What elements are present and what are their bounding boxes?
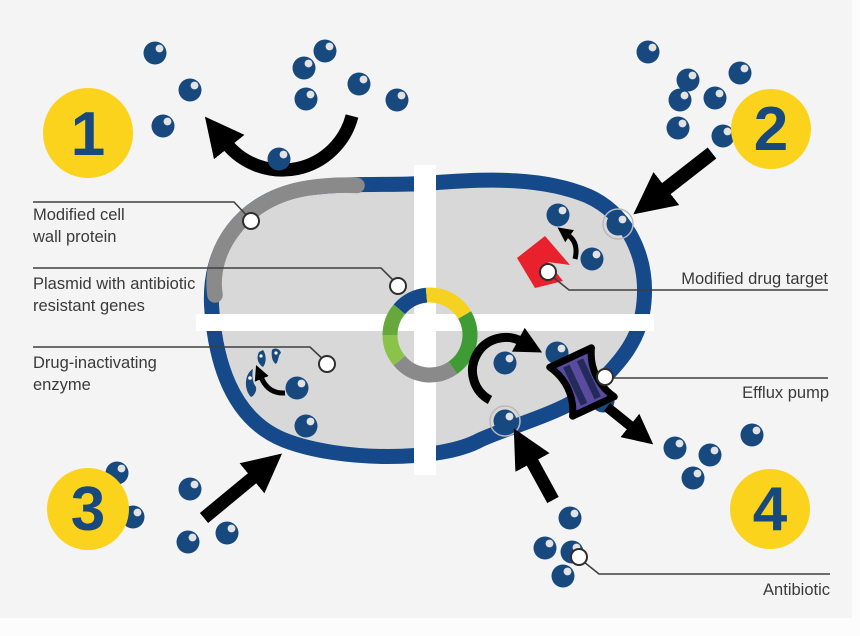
- antibiotic-dot: [681, 466, 705, 490]
- antibiotic-dot: [666, 116, 690, 140]
- leader-drug-target: [547, 272, 828, 291]
- plasmid-ring: [382, 287, 478, 383]
- antibiotic-dot: [676, 68, 700, 92]
- entry-arrow-3-icon: [199, 453, 283, 524]
- antibiotic-dot: [493, 351, 517, 375]
- callout-point: [539, 263, 557, 281]
- antibiotic-dot: [551, 564, 575, 588]
- efflux-pump-stripe: [563, 364, 588, 406]
- step-badge-3: 3: [47, 468, 129, 550]
- plasmid-segment-yellow: [425, 287, 472, 320]
- label-enzyme-line1: Drug-inactivating: [33, 354, 157, 372]
- efflux-pump-shape: [546, 344, 618, 420]
- step-number: 2: [754, 95, 788, 164]
- badge-circle: [47, 468, 129, 550]
- pump-out-arrow-icon: [603, 403, 654, 445]
- antibiotic-fragment: [245, 369, 257, 397]
- bounce-off-arrow-icon: [204, 114, 359, 177]
- badge-circle: [43, 88, 133, 178]
- label-plasmid-line1: Plasmid with antibiotic: [33, 275, 195, 293]
- antibiotic-dot: [313, 39, 337, 63]
- step-number: 1: [71, 100, 105, 169]
- antibiotic-fragment: [257, 350, 266, 367]
- label-drug-target: Modified drug target: [681, 270, 828, 288]
- step-number: 4: [753, 475, 788, 544]
- step-badge-4: 4: [730, 469, 810, 549]
- antibiotic-dot: [533, 536, 557, 560]
- plasmid-segment-gray: [393, 355, 458, 383]
- horizontal-divider-band: [196, 314, 654, 331]
- entry-arrow-2-icon: [633, 147, 717, 215]
- drug-inactivating-enzyme-group: [245, 348, 318, 438]
- efflux-pump-body: [546, 344, 618, 420]
- antibiotic-dot: [663, 436, 687, 460]
- label-enzyme-line2: enzyme: [33, 376, 91, 394]
- modified-drug-target-group: [517, 203, 634, 288]
- label-antibiotic: Antibiotic: [763, 581, 830, 599]
- antibiotic-dot: [558, 506, 582, 530]
- plasmid-segment-navy: [393, 287, 428, 315]
- antibiotic-dot: [267, 147, 291, 171]
- label-cell-wall-line1: Modified cell: [33, 206, 125, 224]
- antibiotic-dot-crossing-membrane: [489, 405, 521, 437]
- antibiotic-dot: [285, 376, 309, 400]
- antibiotic-dot: [636, 40, 660, 64]
- antibiotic-fragment: [271, 348, 281, 364]
- antibiotic-dot: [728, 61, 752, 85]
- antibiotic-dot: [151, 114, 175, 138]
- antibiotic-dot: [178, 78, 202, 102]
- efflux-flow-group: [468, 327, 615, 437]
- label-plasmid-line2: resistant genes: [33, 297, 145, 315]
- leader-cell-wall: [33, 201, 252, 221]
- antibiotic-dot: [292, 56, 316, 80]
- label-cell-wall-line2: wall protein: [32, 228, 116, 246]
- antibiotic-dot-crossing-membrane: [602, 208, 634, 240]
- antibiotic-dot: [347, 72, 371, 96]
- antibiotic-dot: [668, 88, 692, 112]
- badge-circle: [730, 469, 810, 549]
- modified-cell-wall-segment: [206, 177, 365, 303]
- badge-circle: [731, 89, 811, 169]
- step-badge-1: 1: [43, 88, 133, 178]
- antibiotic-dot: [580, 247, 604, 271]
- background-right-margin: [852, 0, 860, 636]
- callout-point: [596, 368, 614, 386]
- fragment-highlight: [259, 354, 263, 358]
- efflux-pump-stripe: [576, 358, 601, 400]
- antibiotic-dot: [385, 88, 409, 112]
- callout-lines: [33, 201, 830, 575]
- label-efflux-pump: Efflux pump: [742, 384, 829, 402]
- efflux-circulation-arrow-icon: [468, 327, 543, 404]
- antibiotic-dot: [294, 87, 318, 111]
- antibiotic-dot: [703, 86, 727, 110]
- plasmid-segment-green-light: [382, 334, 406, 366]
- step-badge-2: 2: [731, 89, 811, 169]
- antibiotic-dot: [546, 203, 570, 227]
- antibiotic-dot: [176, 530, 200, 554]
- breakdown-arrow-icon: [254, 364, 286, 396]
- callout-point: [318, 355, 336, 373]
- background-bottom-margin: [0, 618, 860, 636]
- callout-point: [570, 548, 588, 566]
- antibiotic-dot: [178, 477, 202, 501]
- callout-point: [242, 212, 260, 230]
- fragment-highlight: [248, 376, 252, 380]
- plasmid-segment-green-mid: [382, 304, 406, 336]
- antibiotic-dot: [143, 41, 167, 65]
- antibiotic-dot: [740, 423, 764, 447]
- step-number: 3: [71, 475, 105, 544]
- antibiotic-dot: [215, 521, 239, 545]
- modified-drug-target-shape: [517, 236, 570, 288]
- antibiotic-dot: [294, 414, 318, 438]
- labels: Modified cell wall protein Plasmid with …: [32, 206, 830, 599]
- fragment-highlight: [274, 351, 278, 355]
- entry-arrow-4-icon: [513, 428, 559, 504]
- antibiotic-dot: [698, 443, 722, 467]
- leader-antibiotic: [578, 557, 830, 575]
- callout-point: [389, 277, 407, 295]
- plasmid-segment-green-dark: [448, 311, 478, 374]
- deflect-arrow-icon: [557, 227, 579, 260]
